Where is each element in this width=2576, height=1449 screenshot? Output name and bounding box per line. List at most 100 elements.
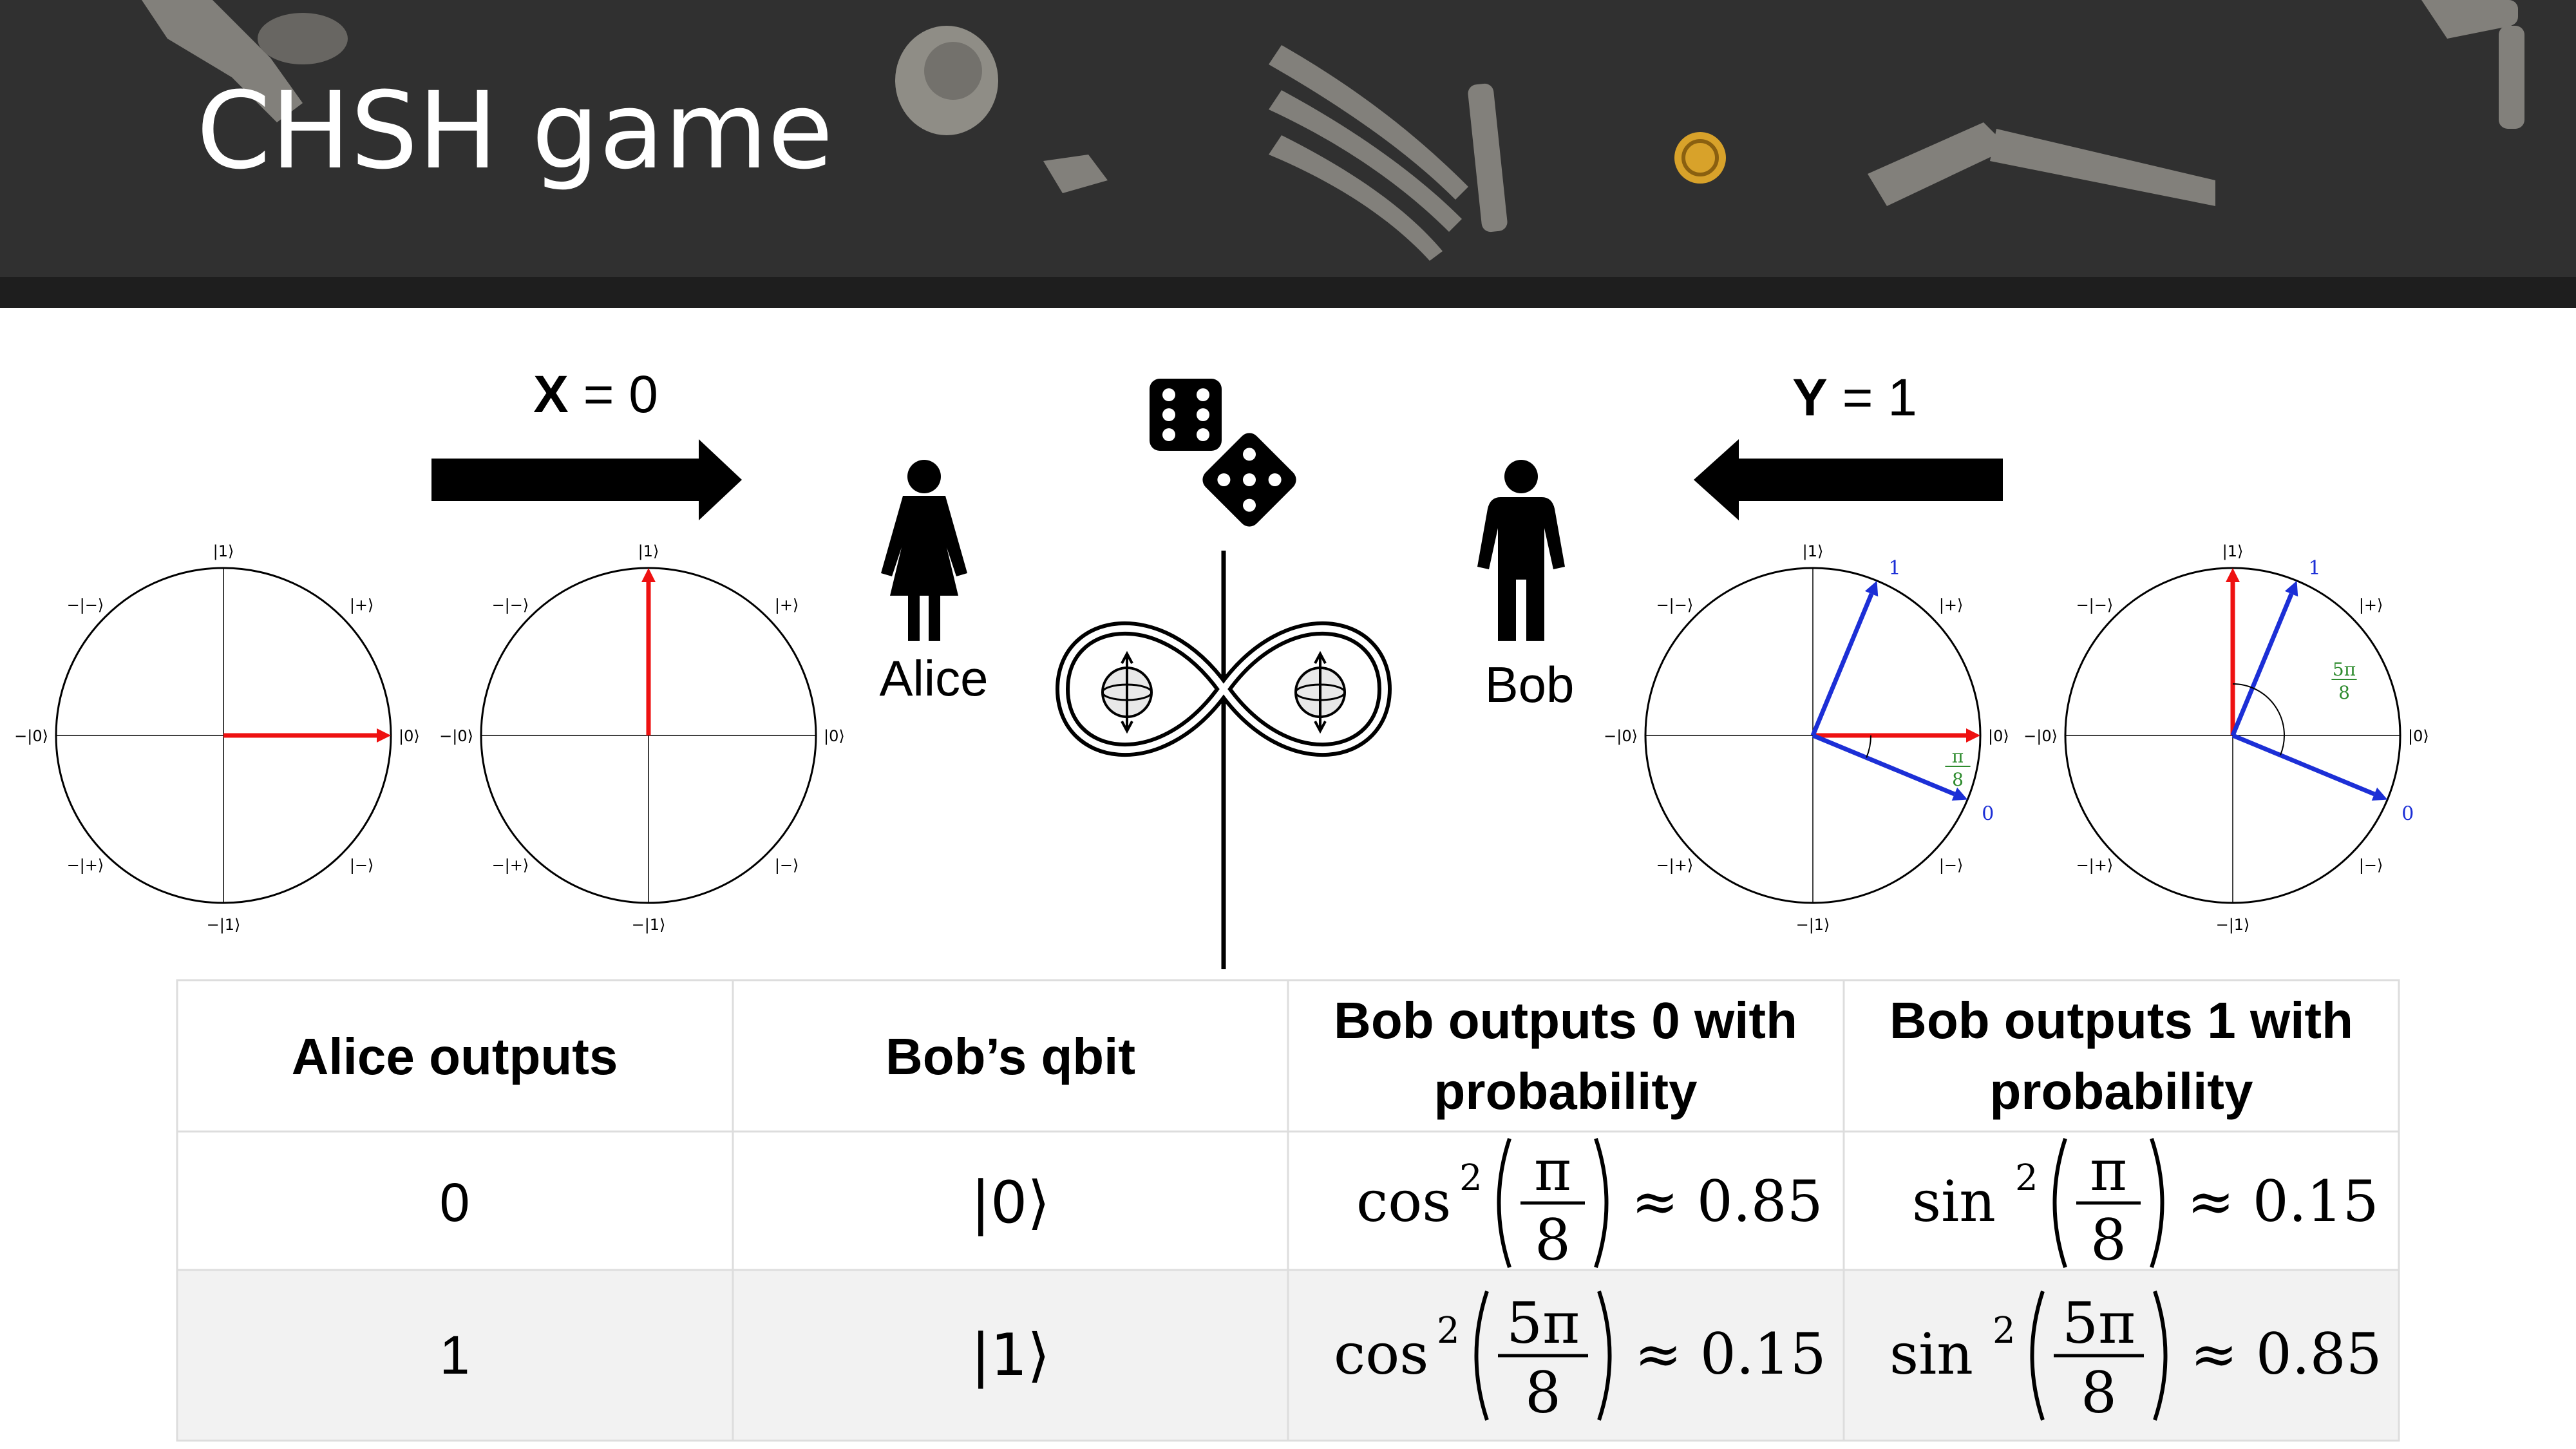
blue-vector-basis-zero (2231, 733, 2388, 801)
left-paren (1497, 1138, 1511, 1268)
basis-label-minus-one: −|1⟩ (207, 916, 241, 934)
left-paren (2052, 1138, 2067, 1268)
table-header-cell: Bob’s qbit (886, 1028, 1135, 1085)
trig-function: cos (1356, 1168, 1451, 1235)
basis-label-zero: |0⟩ (1988, 727, 2009, 745)
table-header-cell: Bob outputs 0 with probability (1334, 992, 1797, 1120)
blue-vector-basis-one (2230, 580, 2298, 737)
left-paren (1474, 1291, 1489, 1421)
svg-text:X = 0: X = 0 (533, 365, 658, 424)
fossil-decoration (142, 0, 2524, 261)
basis-label-minus-zero: −|0⟩ (1604, 727, 1638, 745)
right-paren (1594, 1138, 1609, 1268)
table-header-label: Bob outputs 1 with (1889, 992, 2353, 1049)
state-circle-alice-initial: |1⟩−|1⟩|0⟩−|0⟩|+⟩|−⟩−|+⟩−|−⟩ (14, 542, 420, 934)
fraction-numerator: π (2090, 1137, 2127, 1204)
qubit-sphere-icon (1294, 650, 1346, 734)
fraction-numerator: 5π (1506, 1290, 1580, 1356)
basis-label-minus-plus: −|+⟩ (492, 857, 529, 875)
input-y-value: = 1 (1828, 368, 1917, 427)
basis-label-0: 0 (1982, 802, 1994, 825)
entanglement-infinity-icon (1055, 621, 1392, 757)
svg-text:Y = 1: Y = 1 (1792, 368, 1917, 427)
angle-label-5pi-over-8: 5π8 (2331, 659, 2357, 703)
exponent: 2 (1437, 1310, 1460, 1352)
basis-label-plus: |+⟩ (2359, 596, 2383, 614)
page-title: CHSH game (196, 69, 833, 193)
blue-vector-basis-one (1810, 580, 1879, 737)
fraction-denominator: 8 (1525, 1359, 1561, 1426)
bob-person-icon (1477, 460, 1565, 641)
basis-label-plus: |+⟩ (1939, 596, 1964, 614)
basis-label-one: |1⟩ (2222, 542, 2244, 560)
input-y: Y = 1 (1694, 368, 2003, 520)
approx-value: ≈ 0.85 (2190, 1321, 2382, 1387)
bob-label: Bob (1485, 656, 1575, 713)
arrow-right-icon (431, 439, 742, 520)
basis-label-minus-one: −|1⟩ (632, 916, 666, 934)
table-header-cell: Alice outputs (292, 1028, 618, 1085)
basis-label-minus-zero: −|0⟩ (2023, 727, 2058, 745)
exponent: 2 (1459, 1157, 1482, 1199)
basis-label-minus-minus: −|−⟩ (67, 596, 104, 614)
blue-vector-basis-zero (1812, 733, 1968, 801)
basis-label-minus-plus: −|+⟩ (1656, 857, 1694, 875)
red-vector-one (2226, 568, 2240, 735)
basis-label-one: |1⟩ (1803, 542, 1824, 560)
basis-label-minus-zero: −|0⟩ (439, 727, 473, 745)
outcome-table: Alice outputs Bob’s qbit Bob outputs 0 wit… (176, 979, 2400, 1442)
basis-label-0: 0 (2401, 802, 2414, 825)
fraction-numerator: 5π (2062, 1290, 2136, 1356)
angle-label-pi-over-8-den: 8 (1952, 769, 1964, 790)
header-banner: CHSH game (0, 0, 2576, 308)
input-x-var: X (533, 365, 569, 424)
fraction-denominator: 8 (1535, 1207, 1571, 1273)
approx-value: ≈ 0.15 (1634, 1321, 1826, 1387)
basis-label-minus: |−⟩ (775, 857, 799, 875)
trig-function: sin (1889, 1321, 1973, 1387)
fraction-denominator: 8 (2090, 1207, 2126, 1273)
table-header-label: probability (1434, 1063, 1698, 1120)
basis-label-plus: |+⟩ (775, 596, 799, 614)
angle-label-pi-over-8-num: π (1952, 746, 1964, 767)
basis-label-minus-minus: −|−⟩ (1656, 596, 1694, 614)
basis-label-zero: |0⟩ (824, 727, 845, 745)
basis-label-minus-zero: −|0⟩ (14, 727, 48, 745)
table-header-label: Bob outputs 0 with (1334, 992, 1797, 1049)
input-x: X = 0 (431, 365, 742, 520)
angle-label-5pi-over-8-num: 5π (2333, 659, 2356, 680)
red-vector-zero (1813, 728, 1980, 743)
right-paren (1597, 1291, 1612, 1421)
left-paren (2030, 1291, 2045, 1421)
exponent: 2 (2015, 1157, 2038, 1199)
approx-value: ≈ 0.85 (1631, 1168, 1823, 1235)
basis-label-minus: |−⟩ (1939, 857, 1964, 875)
arrow-left-icon (1694, 439, 2003, 520)
table-header-cell: Bob outputs 1 with probability (1889, 992, 2353, 1120)
state-circle-alice-measured: |1⟩−|1⟩|0⟩−|0⟩|+⟩|−⟩−|+⟩−|−⟩ (439, 542, 845, 934)
angle-label-pi-over-8: π8 (1945, 746, 1971, 790)
basis-label-minus-minus: −|−⟩ (2076, 596, 2114, 614)
table-header-label: Alice outputs (292, 1028, 618, 1085)
basis-label-minus-plus: −|+⟩ (2076, 857, 2114, 875)
right-paren (2150, 1138, 2164, 1268)
table-header-label: probability (1990, 1063, 2253, 1120)
basis-label-minus-one: −|1⟩ (2216, 916, 2250, 934)
basis-label-minus: |−⟩ (2359, 857, 2383, 875)
trig-function: sin (1912, 1168, 1996, 1235)
red-vector-one (641, 568, 656, 735)
basis-label-plus: |+⟩ (350, 596, 374, 614)
basis-label-zero: |0⟩ (399, 727, 420, 745)
basis-label-minus-plus: −|+⟩ (67, 857, 104, 875)
fraction-denominator: 8 (2081, 1359, 2117, 1426)
basis-label-one: |1⟩ (638, 542, 659, 560)
basis-label-zero: |0⟩ (2408, 727, 2429, 745)
table-header-label: Bob’s qbit (886, 1028, 1135, 1085)
basis-label-minus: |−⟩ (350, 857, 374, 875)
